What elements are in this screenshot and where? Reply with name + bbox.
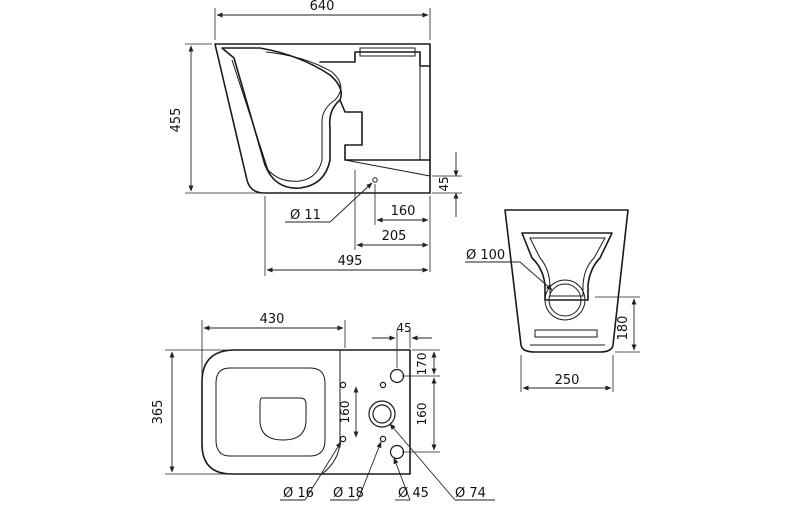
plan-hole-45-top	[389, 368, 405, 384]
dim-180: 180	[616, 316, 631, 341]
dim-495: 495	[338, 254, 363, 269]
front-bowl-shape	[521, 232, 613, 301]
dim-365: 365	[151, 400, 166, 425]
side-cistern-top	[319, 51, 431, 67]
dim-170: 170	[415, 353, 429, 376]
side-bowl-profile	[221, 47, 343, 189]
side-fixing-hole	[372, 177, 378, 183]
dim-640: 640	[310, 0, 335, 14]
front-outlet	[544, 279, 586, 321]
plan-hole-16-bottom	[339, 435, 347, 443]
dim-250: 250	[555, 373, 580, 388]
side-flush-plate	[359, 47, 416, 57]
plan-body-outline	[201, 349, 411, 475]
front-base-plate	[534, 329, 598, 338]
plan-hole-16-top	[339, 381, 347, 389]
plan-hole-45-bottom	[389, 444, 405, 460]
dim-160-right: 160	[415, 403, 429, 426]
front-body-outline	[504, 209, 629, 353]
front-view: Ø 100 180 250	[465, 209, 640, 392]
dim-45-plan: 45	[396, 321, 411, 335]
dim-160: 160	[391, 204, 416, 219]
dim-dia-11: Ø 11	[290, 208, 321, 223]
dim-dia-74: Ø 74	[455, 486, 486, 501]
plan-bowl-opening	[259, 397, 307, 441]
dim-455: 455	[169, 108, 184, 133]
dim-dia-16: Ø 16	[283, 486, 314, 501]
dim-dia-45: Ø 45	[398, 486, 429, 501]
side-base-wedge	[344, 159, 431, 177]
side-bowl-inner	[231, 51, 342, 182]
dim-430: 430	[260, 312, 285, 327]
dim-dia-100: Ø 100	[466, 248, 505, 263]
dim-45-inlet: 45	[437, 176, 451, 191]
plan-view: 430 45 365 170 160 160 Ø 16 Ø 18 Ø	[151, 312, 495, 501]
plan-rim	[215, 367, 326, 457]
side-view: 640 455 45 Ø 11 160 205 495	[169, 0, 462, 276]
dim-205: 205	[382, 229, 407, 244]
side-trap	[339, 99, 431, 161]
dim-160-inner: 160	[338, 401, 352, 424]
plan-hole-18-bottom	[379, 435, 387, 443]
plan-hole-18-top	[379, 381, 387, 389]
dim-dia-18: Ø 18	[333, 486, 364, 501]
